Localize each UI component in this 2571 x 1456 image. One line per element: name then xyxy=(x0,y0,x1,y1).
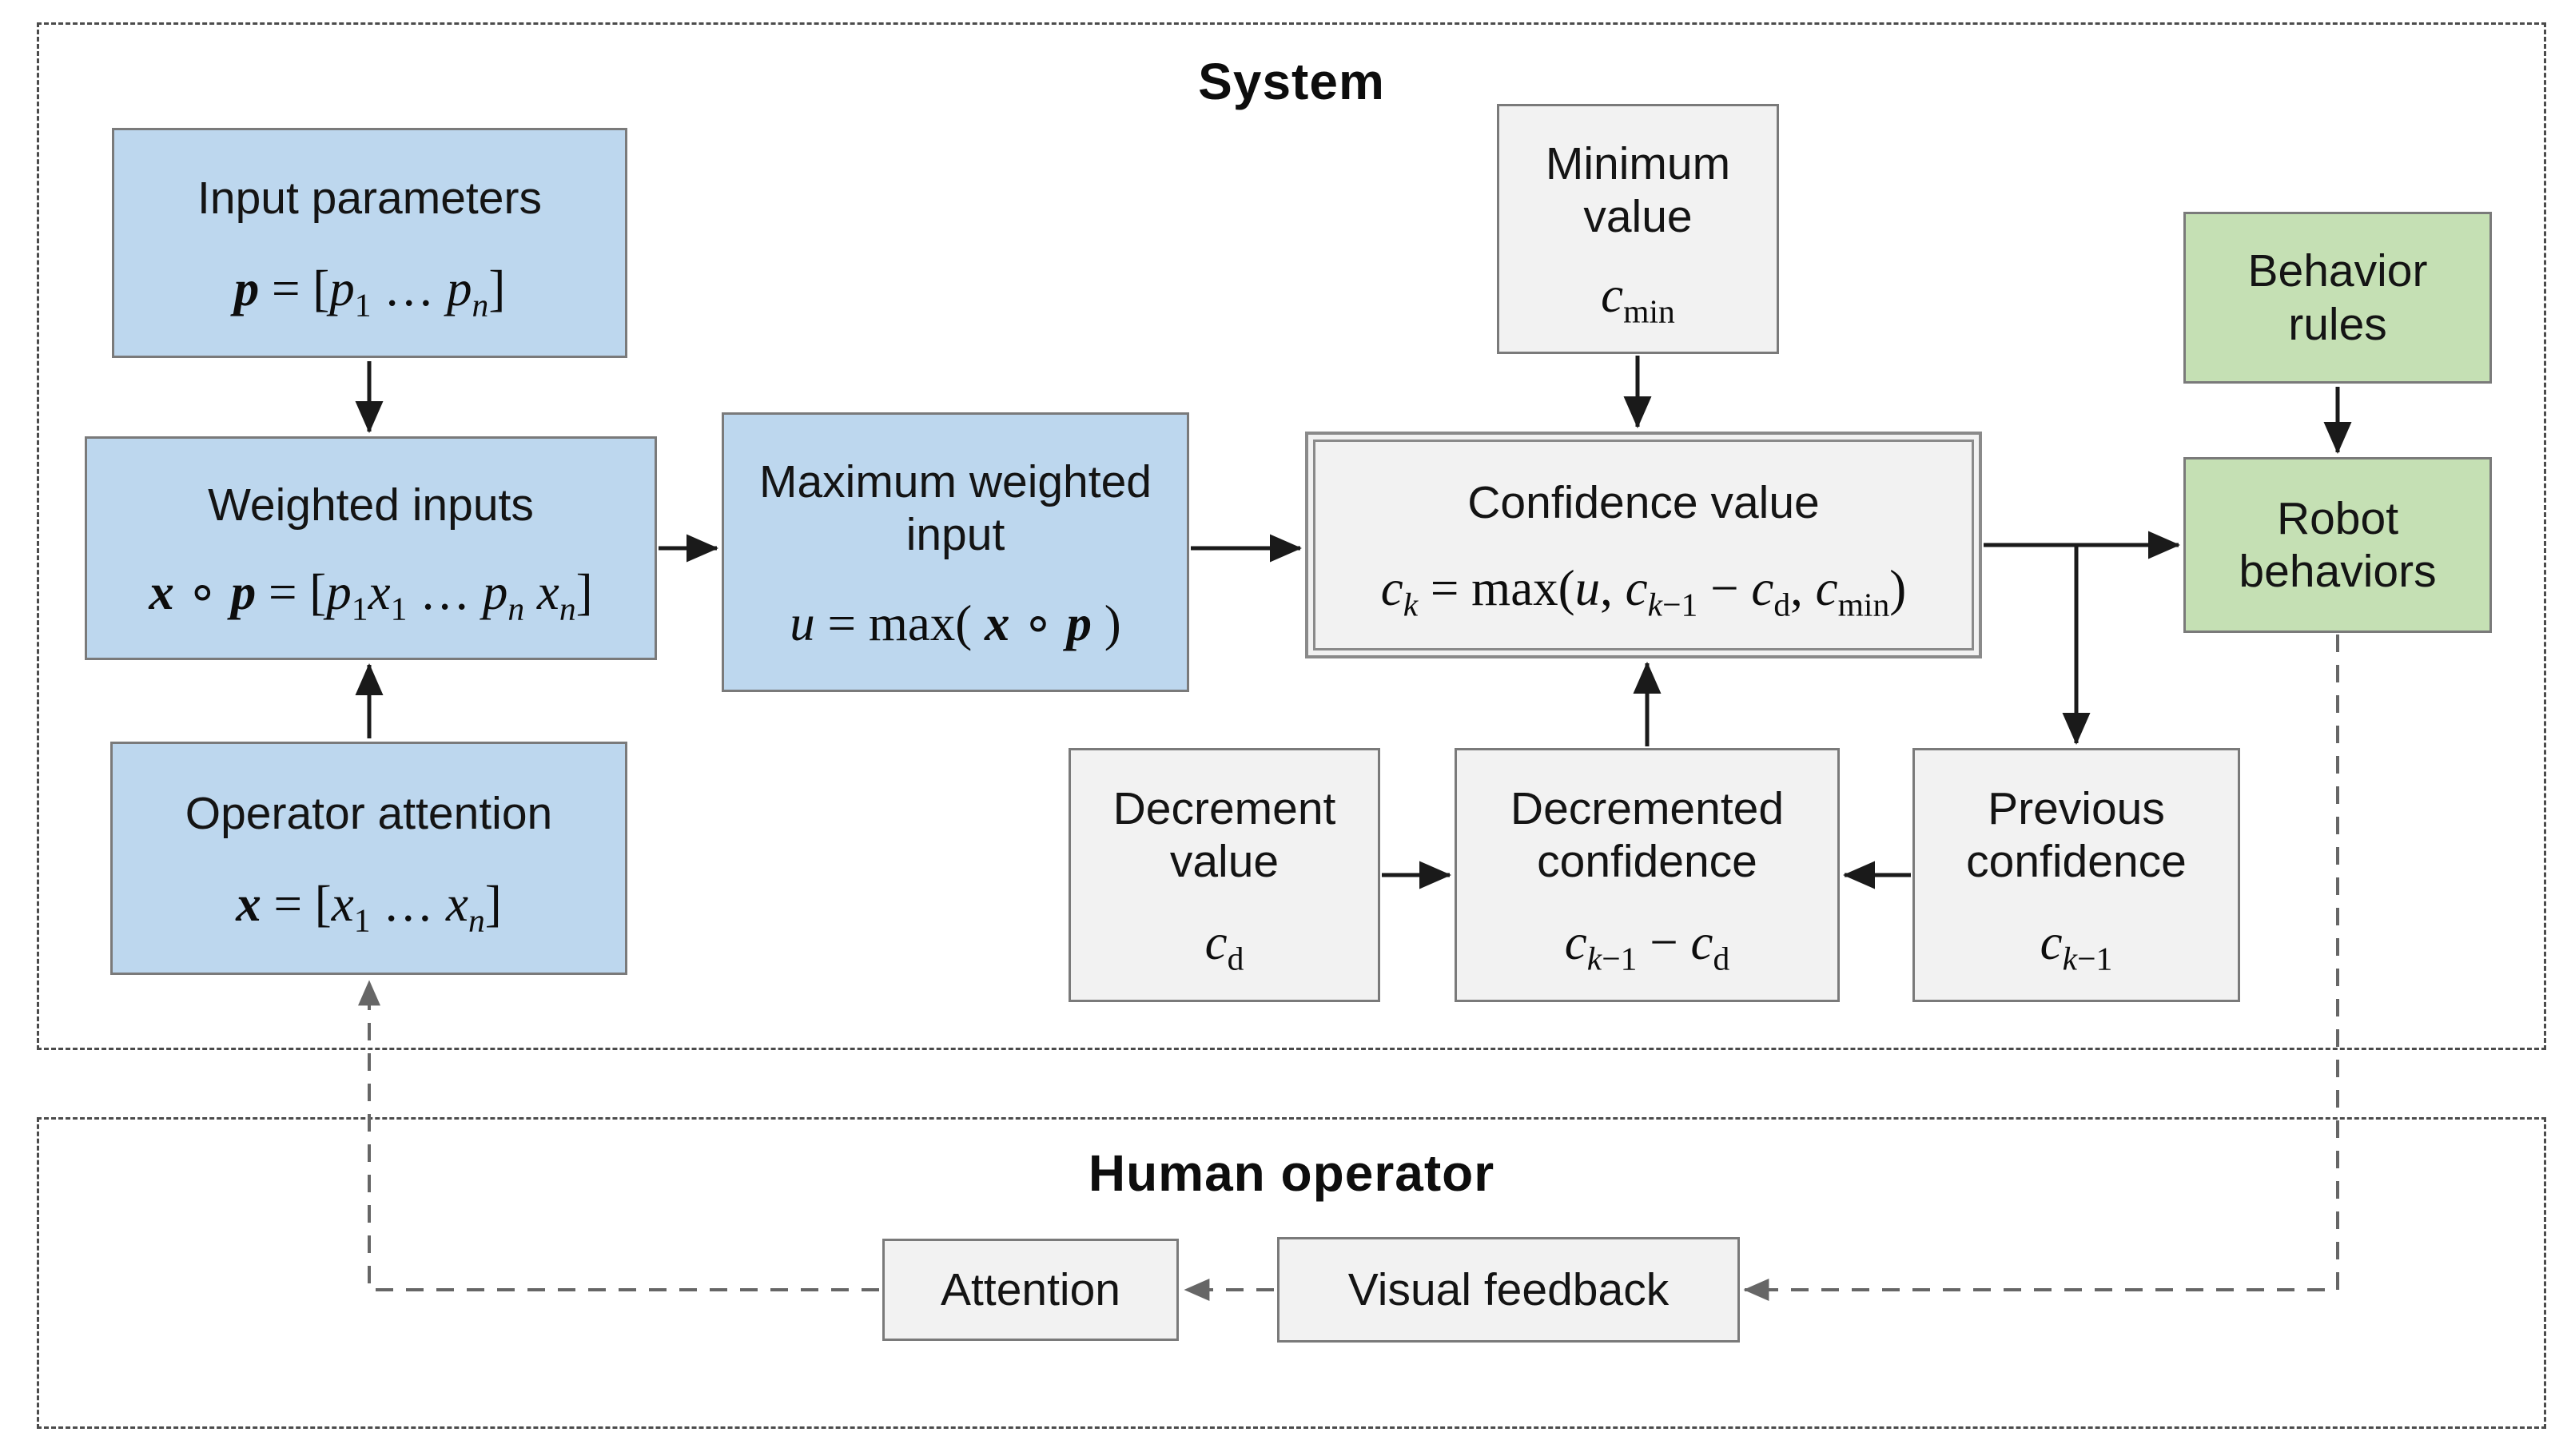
box-decrement-value: Decrement value cd xyxy=(1069,748,1380,1002)
box-input-parameters: Input parameters p = [p1 … pn] xyxy=(112,128,627,358)
box-visual-feedback: Visual feedback xyxy=(1277,1237,1740,1343)
box-minimum-value: Minimum value cmin xyxy=(1497,104,1779,354)
box-input-parameters-title: Input parameters xyxy=(197,173,542,225)
box-behavior-rules-title: Behavior rules xyxy=(2247,245,2428,350)
box-attention-title: Attention xyxy=(941,1264,1120,1315)
box-decremented-confidence-formula: ck−1 − cd xyxy=(1564,913,1730,977)
arrow-robot-behaviors-to-visual-feedback xyxy=(1743,635,2339,1301)
box-confidence-value-formula: ck = max(u, ck−1 − cd, cmin) xyxy=(1380,560,1907,623)
box-decrement-value-formula: cd xyxy=(1204,913,1244,977)
system-frame: System xyxy=(37,22,2546,1050)
box-previous-confidence-title: Previous confidence xyxy=(1966,783,2187,888)
box-decrement-value-title: Decrement value xyxy=(1112,783,1336,888)
box-weighted-inputs-title: Weighted inputs xyxy=(208,479,534,531)
box-maximum-weighted-input: Maximum weighted input u = max( x ∘ p ) xyxy=(722,412,1189,692)
human-operator-frame: Human operator xyxy=(37,1117,2546,1429)
box-operator-attention-formula: x = [x1 … xn] xyxy=(236,876,502,939)
box-minimum-value-formula: cmin xyxy=(1601,267,1675,330)
box-maximum-weighted-input-formula: u = max( x ∘ p ) xyxy=(790,595,1121,652)
box-robot-behaviors: Robot behaviors xyxy=(2183,457,2492,633)
box-previous-confidence-formula: ck−1 xyxy=(2040,913,2113,977)
arrow-attention-to-operator-attention xyxy=(358,980,879,1291)
box-weighted-inputs: Weighted inputs x ∘ p = [p1x1 … pn xn] xyxy=(85,436,657,660)
box-confidence-value-inner: Confidence value ck = max(u, ck−1 − cd, … xyxy=(1313,440,1974,650)
box-confidence-value: Confidence value ck = max(u, ck−1 − cd, … xyxy=(1305,432,1982,658)
box-confidence-value-title: Confidence value xyxy=(1467,476,1820,528)
box-operator-attention-title: Operator attention xyxy=(185,787,553,839)
system-frame-label: System xyxy=(1198,53,1385,110)
human-operator-frame-label: Human operator xyxy=(1088,1144,1495,1202)
box-visual-feedback-title: Visual feedback xyxy=(1347,1264,1670,1315)
box-attention: Attention xyxy=(882,1239,1179,1341)
box-operator-attention: Operator attention x = [x1 … xn] xyxy=(110,742,627,975)
box-maximum-weighted-input-title: Maximum weighted input xyxy=(758,455,1152,561)
box-behavior-rules: Behavior rules xyxy=(2183,212,2492,384)
box-decremented-confidence: Decremented confidence ck−1 − cd xyxy=(1455,748,1840,1002)
box-robot-behaviors-title: Robot behaviors xyxy=(2239,492,2437,597)
box-previous-confidence: Previous confidence ck−1 xyxy=(1912,748,2240,1002)
box-input-parameters-formula: p = [p1 … pn] xyxy=(233,260,506,324)
box-weighted-inputs-formula: x ∘ p = [p1x1 … pn xn] xyxy=(149,564,593,627)
box-decremented-confidence-title: Decremented confidence xyxy=(1510,783,1785,888)
box-minimum-value-title: Minimum value xyxy=(1545,137,1731,242)
